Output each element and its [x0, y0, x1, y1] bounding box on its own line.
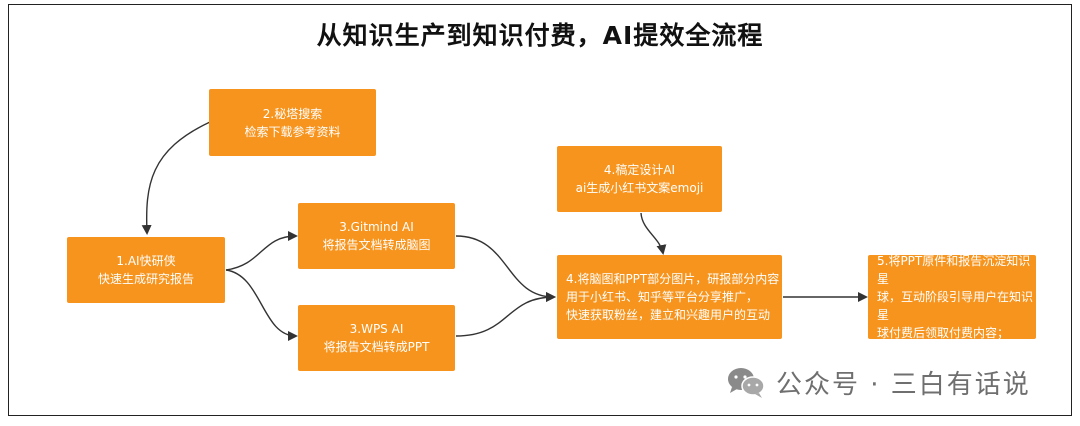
node-4-publish: 4.将脑图和PPT部分图片，研报部分内容 用于小红书、知乎等平台分享推广， 快速… [557, 255, 782, 339]
node-3-wps: 3.WPS AI 将报告文档转成PPT [298, 305, 455, 371]
arrow-3a-to-4b [455, 235, 556, 302]
arrow-2-to-1 [141, 121, 211, 235]
diagram-frame [8, 4, 1072, 416]
node-3a-title: 3.Gitmind AI [339, 220, 414, 234]
node-4a-title: 4.稿定设计AI [603, 163, 676, 177]
node-4-gaoding: 4.稿定设计AI ai生成小红书文案emoji [557, 146, 722, 212]
node-1-desc: 快速生成研究报告 [97, 272, 194, 286]
node-2-mita-search: 2.秘塔搜索 检索下载参考资料 [209, 89, 376, 156]
watermark-text: 公众号 · 三白有话说 [776, 370, 1031, 400]
node-3b-desc: 将报告文档转成PPT [323, 340, 430, 354]
node-2-title: 2.秘塔搜索 [262, 106, 323, 121]
node-2-desc: 检索下载参考资料 [244, 124, 341, 139]
node-1-title: 1.AI快研侠 [116, 254, 176, 268]
page-title: 从知识生产到知识付费，AI提效全流程 [316, 21, 764, 50]
watermark: 公众号 · 三白有话说 [726, 364, 1031, 401]
wechat-icon [728, 367, 765, 398]
node-4b-line1: 4.将脑图和PPT部分图片，研报部分内容 [566, 272, 780, 286]
node-3b-title: 3.WPS AI [349, 322, 404, 336]
arrow-3b-to-4b [455, 292, 556, 337]
node-5-line2: 球，互动阶段引导用户在知识星 [877, 290, 1034, 322]
arrow-1-to-3b [225, 269, 298, 341]
node-3-gitmind: 3.Gitmind AI 将报告文档转成脑图 [298, 203, 455, 269]
node-5-line1: 5.将PPT原件和报告沉淀知识星 [877, 254, 1031, 286]
node-3a-desc: 将报告文档转成脑图 [322, 238, 431, 252]
arrow-4a-to-4b [640, 212, 667, 255]
node-5-knowledge-planet: 5.将PPT原件和报告沉淀知识星 球，互动阶段引导用户在知识星 球付费后领取付费… [868, 254, 1036, 340]
arrow-1-to-3a [225, 231, 298, 271]
node-1-ai-research: 1.AI快研侠 快速生成研究报告 [67, 237, 225, 303]
node-4b-line2: 用于小红书、知乎等平台分享推广， [566, 290, 759, 304]
node-4a-desc: ai生成小红书文案emoji [575, 181, 704, 195]
node-5-line3: 球付费后领取付费内容； [877, 326, 1010, 340]
node-4b-line3: 快速获取粉丝，建立和兴趣用户的互动 [566, 308, 771, 322]
